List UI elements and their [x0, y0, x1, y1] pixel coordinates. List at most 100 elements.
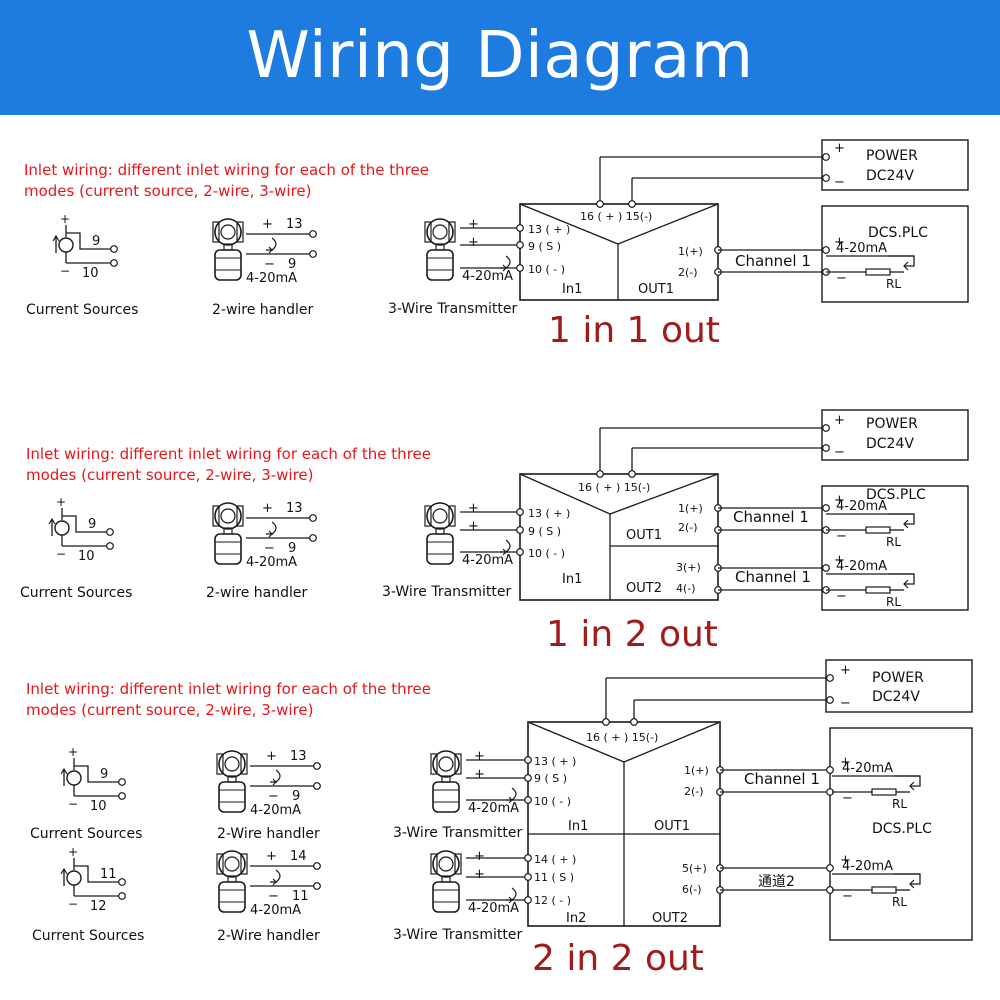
module-divider — [617, 203, 719, 245]
cylinder-body — [426, 249, 454, 281]
dcs-plc-box — [821, 205, 969, 303]
terminal — [313, 882, 321, 890]
section1-note: Inlet wiring: different inlet wiring for… — [24, 160, 429, 202]
wire — [894, 873, 921, 885]
terminal — [524, 796, 532, 804]
gauge-face — [432, 508, 448, 524]
terminal-number: 10 — [90, 799, 107, 814]
terminal — [524, 774, 532, 782]
terminal — [826, 696, 834, 704]
terminal — [110, 245, 118, 253]
terminal-number: 13 — [286, 217, 303, 232]
current-loop-arrow-head — [266, 530, 274, 538]
gauge-head — [214, 218, 242, 246]
wire — [888, 573, 915, 585]
power-label: POWER — [866, 416, 918, 432]
dc24v-label: DC24V — [866, 436, 914, 452]
gauge-face — [224, 756, 240, 772]
terminal — [822, 504, 830, 512]
gauge-flange — [216, 753, 224, 775]
gauge-head — [426, 218, 454, 246]
terminal-10-label: 10 ( - ) — [528, 263, 565, 276]
terminal — [516, 526, 524, 534]
rl-label: RL — [892, 797, 907, 811]
terminal-number: 14 — [290, 849, 307, 864]
gauge-head — [426, 502, 454, 530]
plus-sign: + — [840, 853, 851, 868]
terminal-number: 10 — [78, 549, 95, 564]
terminal — [822, 153, 830, 161]
terminal — [596, 200, 604, 208]
terminal — [822, 246, 830, 254]
two-wire-transmitter-icon — [216, 750, 248, 813]
gauge-flange — [448, 505, 456, 527]
ma-label: 4-20mA — [468, 801, 519, 816]
arrow-head — [903, 579, 909, 589]
terminal-9-label: 9 ( S ) — [528, 240, 561, 253]
cylinder-body — [218, 881, 246, 913]
source-arrow-head — [60, 867, 68, 875]
terminal — [516, 548, 524, 556]
terminal-number: 10 — [82, 266, 99, 281]
gauge-flange — [236, 221, 244, 243]
terminal-number: 9 — [92, 234, 100, 249]
current-source-icon — [54, 520, 70, 536]
minus-sign: − — [836, 529, 847, 544]
gauge-flange — [212, 505, 220, 527]
gauge-flange — [236, 505, 244, 527]
dc24v-label: DC24V — [872, 689, 920, 705]
wire — [74, 865, 120, 883]
gauge-face — [220, 224, 236, 240]
caption-current-sources: Current Sources — [26, 302, 138, 318]
current-loop-arrow-head — [266, 246, 274, 254]
terminal-number: 9 — [88, 517, 96, 532]
terminal-number: 12 — [90, 899, 107, 914]
ma-label: 4-20mA — [468, 901, 519, 916]
channel-1-label: Channel 1 — [733, 508, 809, 526]
in2-label: In2 — [566, 911, 586, 926]
minus-sign: − — [60, 264, 70, 278]
minus-sign: − — [264, 257, 275, 272]
terminal — [524, 896, 532, 904]
section3-note: Inlet wiring: different inlet wiring for… — [26, 679, 431, 721]
terminal — [313, 782, 321, 790]
gauge-flange — [216, 853, 224, 875]
gauge-flange — [240, 753, 248, 775]
terminal-10-label: 10 ( - ) — [528, 547, 565, 560]
section1-note-line1: Inlet wiring: different inlet wiring for… — [24, 161, 429, 179]
out2-label: OUT2 — [626, 581, 662, 596]
three-wire-transmitter-icon — [430, 750, 462, 813]
terminal-number: 9 — [292, 789, 300, 804]
current-source-icon — [66, 870, 82, 886]
caption-2-wire-handler: 2-wire handler — [206, 585, 308, 601]
mode-label-1in1out: 1 in 1 out — [548, 310, 720, 351]
plus-sign: + — [834, 413, 845, 428]
terminal — [313, 762, 321, 770]
terminal-16-15-label: 16 ( + ) 15(-) — [578, 481, 650, 494]
terminal-2-label: 2(-) — [678, 266, 698, 279]
gauge-flange — [424, 221, 432, 243]
ma-label: 4-20mA — [246, 555, 297, 570]
out1-label: OUT1 — [626, 528, 662, 543]
wire — [894, 775, 921, 787]
plus-sign: + — [468, 217, 479, 232]
minus-sign: − — [68, 897, 78, 911]
rl-label: RL — [892, 895, 907, 909]
channel-1-label: Channel 1 — [735, 252, 811, 270]
terminal-1-label: 1(+) — [678, 502, 703, 515]
terminal — [602, 718, 610, 726]
plus-sign: + — [834, 235, 845, 250]
terminal-14-label: 14 ( + ) — [534, 853, 576, 866]
module-divider — [527, 721, 625, 763]
gauge-head — [432, 850, 460, 878]
two-wire-transmitter-icon — [216, 850, 248, 913]
minus-sign: − — [836, 589, 847, 604]
terminal — [309, 514, 317, 522]
terminal — [516, 508, 524, 516]
gauge-face — [432, 224, 448, 240]
three-wire-transmitter-icon — [430, 850, 462, 913]
channel-2-label: 通道2 — [758, 874, 795, 890]
gauge-head — [432, 750, 460, 778]
terminal — [118, 892, 126, 900]
module-divider — [519, 203, 619, 245]
